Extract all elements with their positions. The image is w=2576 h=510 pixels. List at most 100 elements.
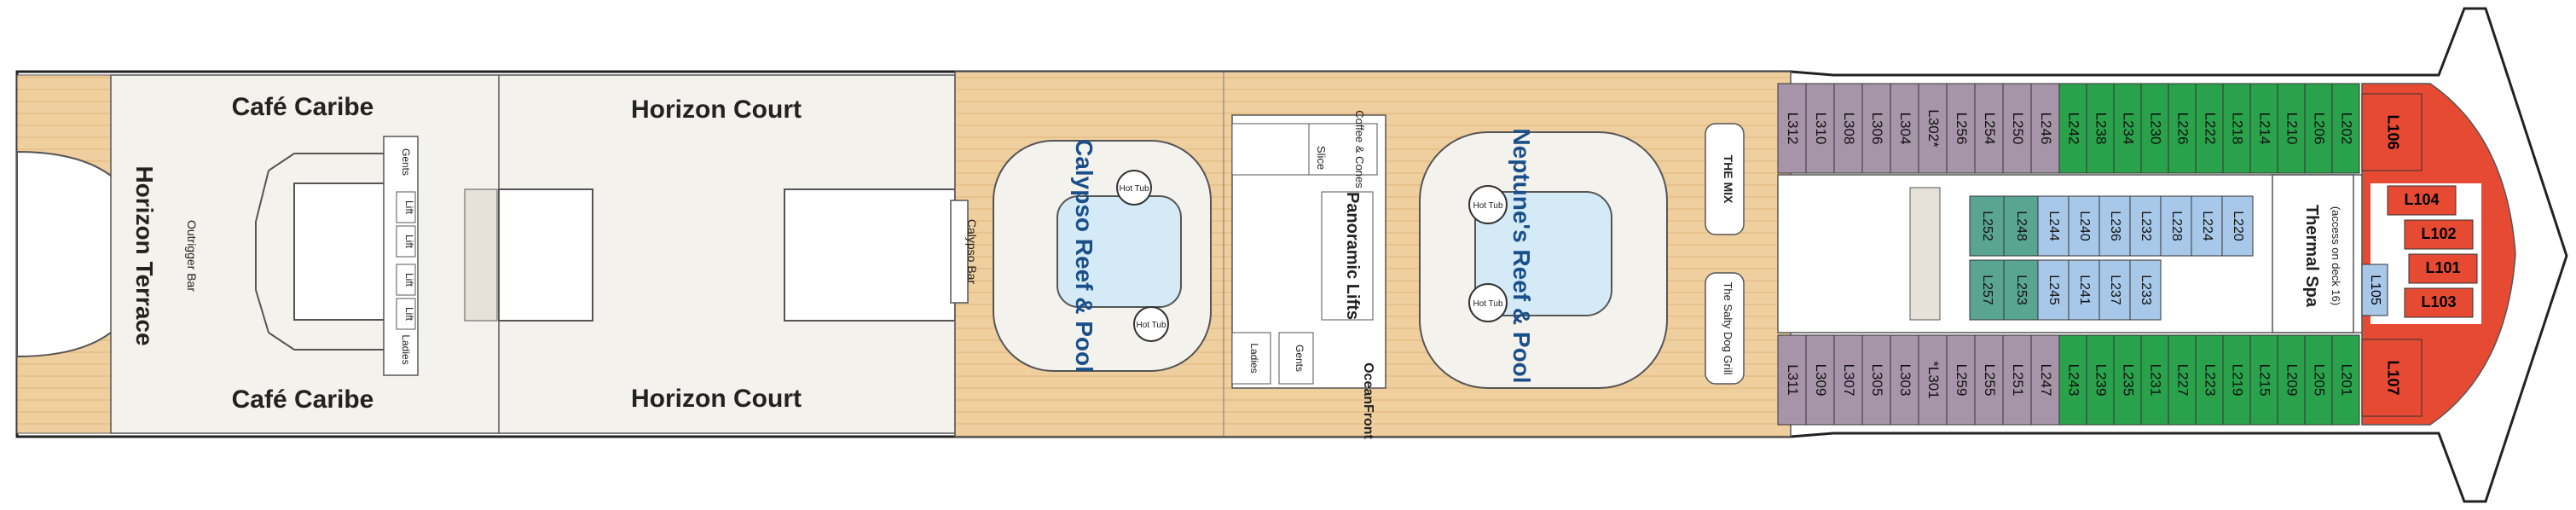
buffet-servery-1 [293, 183, 397, 321]
cabin-label: L103 [2421, 293, 2456, 310]
cabin-label: L303 [1897, 364, 1913, 397]
cabin-label: L304 [1897, 113, 1913, 145]
cabin-label: L206 [2312, 113, 2328, 145]
coffee-cones-label: Coffee & Cones [1353, 110, 1366, 188]
cabin-label: L201 [2339, 364, 2355, 397]
cabin-L302 [1918, 83, 1948, 174]
cabin-L245 [2037, 259, 2069, 321]
cabin-L235 [2113, 334, 2142, 426]
calypso-bar [950, 200, 969, 304]
ladies-label-mid: Ladies [1248, 343, 1260, 373]
lift-label-4: Lift [403, 307, 415, 322]
horizon-court-top-label: Horizon Court [631, 96, 802, 124]
cabin-L102 [2404, 219, 2474, 250]
cabins-teal-top: L252 L248 [1969, 195, 2039, 257]
hot-tub-4 [1468, 283, 1508, 322]
cabin-label: L247 [2038, 364, 2054, 397]
cabin-label: L245 [2046, 275, 2061, 305]
cabin-spa-blue: L105 [2361, 264, 2388, 316]
hot-tub-label-1: Hot Tub [1119, 184, 1149, 194]
cabin-L250 [2002, 83, 2032, 174]
cafe-caribe-top-label: Café Caribe [232, 93, 374, 121]
buffet-stairs [464, 188, 498, 322]
cabin-L303 [1890, 334, 1919, 426]
outrigger-bar-label: Outrigger Bar [185, 220, 199, 292]
cabin-label: L312 [1785, 113, 1801, 145]
cabin-label: L235 [2121, 364, 2137, 397]
cabin-L254 [1974, 83, 2004, 174]
cabin-label: L253 [2014, 275, 2029, 305]
cabin-L226 [2168, 83, 2197, 174]
cabin-label: L209 [2284, 364, 2301, 397]
cabin-label: L231 [2148, 364, 2164, 397]
lift-4 [396, 298, 416, 330]
forward-stairs [1909, 187, 1941, 321]
cabin-L247 [2030, 334, 2060, 426]
slice-label: Slice [1315, 146, 1328, 170]
buffet-servery-3 [784, 188, 956, 322]
slice-venue [1231, 123, 1310, 176]
cabin-L301 [1918, 334, 1948, 426]
cabin-L309 [1805, 334, 1835, 426]
cabin-L101 [2408, 253, 2478, 284]
cabin-L304 [1890, 83, 1919, 174]
cabin-label: L311 [1785, 364, 1801, 396]
hot-tub-label-2: Hot Tub [1136, 321, 1166, 330]
cabin-L228 [2160, 195, 2192, 257]
cabin-label: L210 [2284, 113, 2301, 145]
lift-label-1: Lift [403, 200, 415, 215]
cabin-L308 [1833, 83, 1863, 174]
cabin-L311 [1777, 334, 1807, 426]
cabin-label: L227 [2175, 364, 2191, 397]
cabin-L227 [2168, 334, 2197, 426]
gents-label-aft: Gents [400, 148, 412, 176]
cabin-label: L101 [2425, 259, 2460, 276]
cabin-L215 [2249, 334, 2278, 426]
cabin-label: L239 [2093, 364, 2110, 397]
cabin-L233 [2129, 259, 2162, 321]
thermal-spa [2272, 174, 2354, 333]
cabin-L104 [2387, 185, 2457, 216]
cabin-L253 [2003, 259, 2039, 321]
cabin-label: L202 [2339, 113, 2355, 145]
lift-2 [396, 225, 416, 258]
hot-tub-1 [1116, 170, 1152, 206]
restroom-gents [1278, 332, 1314, 385]
cabin-L248 [2003, 195, 2039, 257]
cabin-label: L244 [2046, 211, 2061, 241]
lift-label-2: Lift [403, 235, 415, 249]
cabin-label: L238 [2093, 113, 2110, 145]
cabin-L105 [2361, 264, 2388, 316]
cabin-L305 [1861, 334, 1891, 426]
lift-1 [396, 191, 416, 223]
cabin-L223 [2195, 334, 2224, 426]
calypso-bar-label: Calypso Bar [965, 219, 979, 285]
cabin-label: L237 [2108, 275, 2122, 305]
cabin-label: L302* [1925, 109, 1942, 148]
cabin-label: L248 [2014, 211, 2029, 241]
panoramic-lifts [1321, 191, 1374, 321]
cabin-label: L308 [1841, 113, 1857, 145]
cabin-L244 [2037, 195, 2069, 257]
cabin-L236 [2098, 195, 2131, 257]
cabin-L206 [2304, 83, 2333, 174]
the-mix-label: THE MIX [1722, 155, 1735, 204]
cabin-label: L107 [2384, 360, 2401, 395]
coffee-cones [1308, 123, 1378, 176]
cabin-label: L240 [2077, 211, 2092, 241]
cabin-L230 [2140, 83, 2169, 174]
ladies-label-aft: Ladies [400, 334, 412, 364]
cabin-label: L252 [1980, 211, 1994, 241]
buffet-servery-2 [498, 188, 593, 322]
cabin-label: L310 [1813, 113, 1829, 145]
cabin-L218 [2222, 83, 2251, 174]
cabin-label: L243 [2066, 364, 2082, 397]
cabin-label: L305 [1869, 364, 1885, 397]
cafe-caribe-bottom-label: Café Caribe [232, 385, 374, 414]
cabin-L224 [2191, 195, 2223, 257]
